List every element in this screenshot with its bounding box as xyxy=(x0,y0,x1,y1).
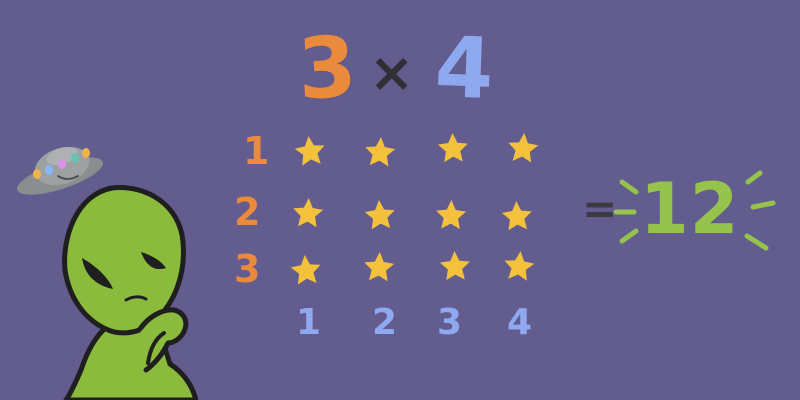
equals-sign: = xyxy=(582,184,618,233)
right-factor: 4 xyxy=(433,18,496,118)
star-icon xyxy=(364,200,395,230)
star-icon xyxy=(508,133,539,163)
row-label-2: 2 xyxy=(234,190,261,234)
star-icon xyxy=(504,251,535,281)
column-label-3: 3 xyxy=(437,302,463,343)
ufo-icon xyxy=(17,146,103,195)
star-array xyxy=(289,124,545,285)
multiplication-equation: 3 × 4 xyxy=(295,17,508,119)
star-icon xyxy=(290,255,321,285)
star-icon xyxy=(364,252,395,282)
star-icon xyxy=(437,133,468,163)
star-icon xyxy=(501,201,532,231)
times-sign: × xyxy=(369,41,415,104)
star-icon xyxy=(436,200,467,230)
alien-icon xyxy=(62,185,198,400)
result-group: = 12 xyxy=(582,168,782,264)
row-label-3: 3 xyxy=(234,247,261,291)
column-label-2: 2 xyxy=(372,302,398,343)
star-icon xyxy=(294,136,325,166)
row-labels: 1 2 3 xyxy=(234,132,278,297)
left-factor: 3 xyxy=(295,17,359,119)
star-icon xyxy=(439,251,470,281)
column-label-1: 1 xyxy=(296,302,322,343)
star-icon xyxy=(293,198,324,228)
row-label-1: 1 xyxy=(243,129,270,173)
result-sparkle-icon xyxy=(613,170,776,251)
star-icon xyxy=(365,137,396,167)
column-labels: 1 2 3 4 xyxy=(294,305,532,349)
column-label-4: 4 xyxy=(507,302,533,343)
product-result: 12 xyxy=(640,168,740,250)
